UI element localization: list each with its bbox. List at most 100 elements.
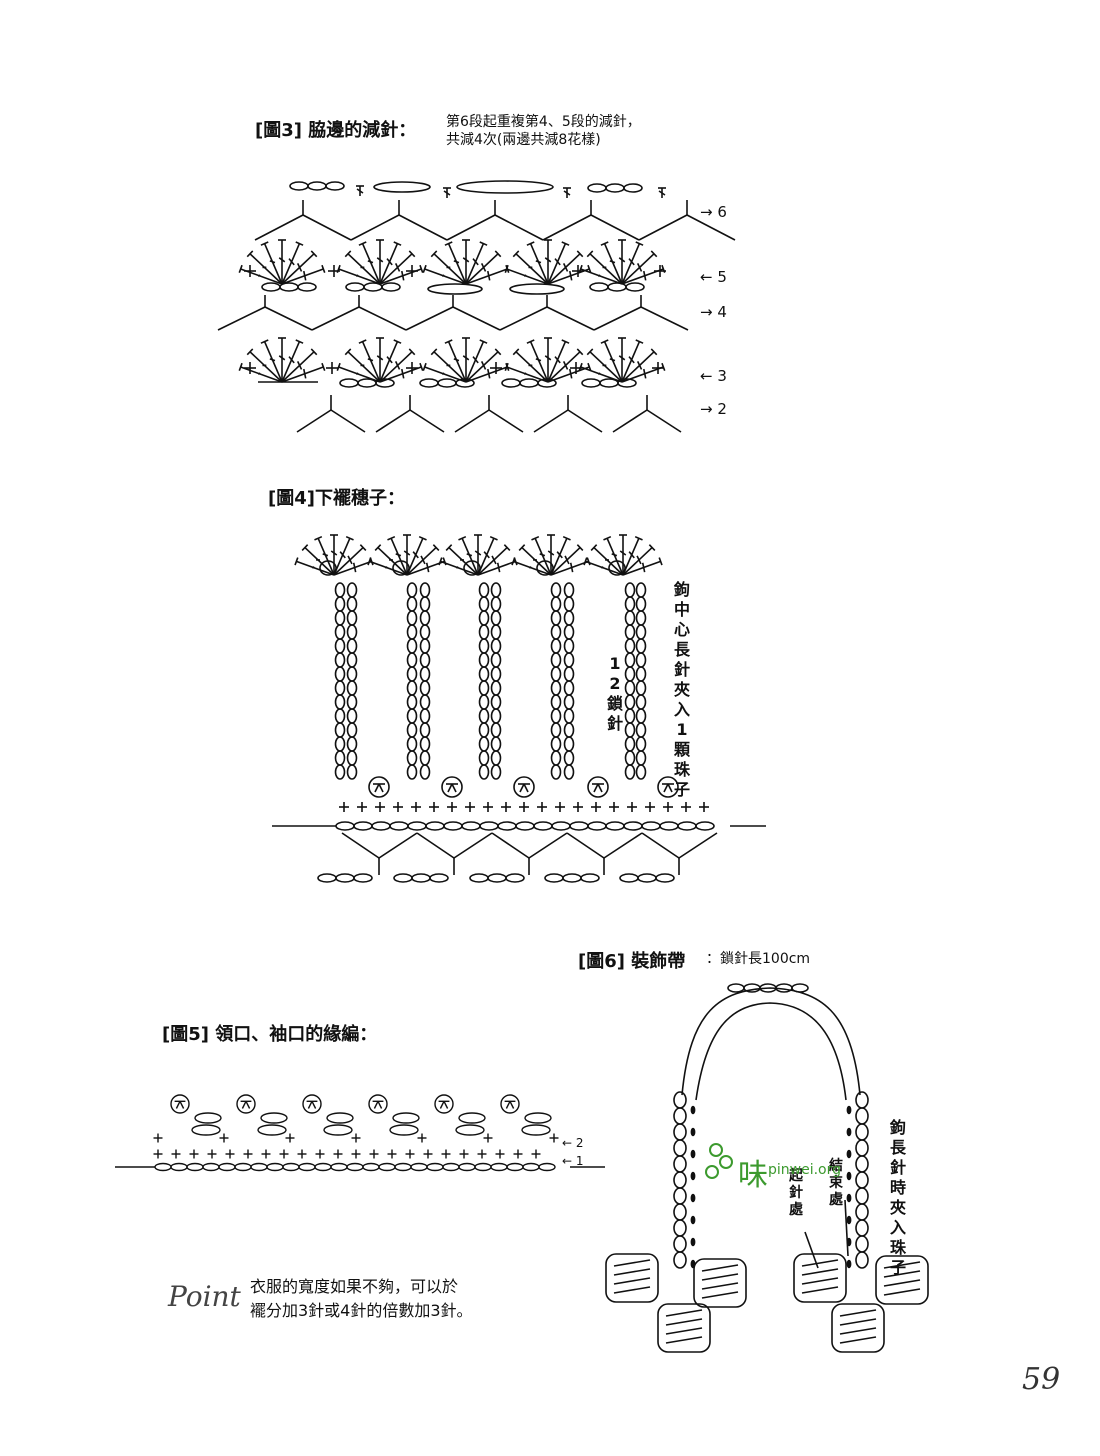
chain-stitch	[563, 708, 575, 724]
chain-stitch	[673, 1139, 687, 1157]
double-crochet	[395, 553, 402, 557]
double-crochet	[301, 544, 309, 552]
double-crochet	[400, 270, 405, 281]
chain-stitch	[490, 764, 502, 780]
tassel-cluster	[665, 1327, 703, 1335]
double-crochet	[597, 274, 601, 278]
double-crochet	[568, 368, 573, 379]
chain-stitch	[550, 582, 562, 598]
chain-stitch	[346, 750, 358, 766]
chain-stitch	[334, 736, 346, 752]
bead	[593, 783, 599, 793]
double-crochet	[347, 351, 381, 383]
bead	[245, 1100, 251, 1109]
stitch-line	[296, 409, 332, 433]
double-crochet	[561, 241, 570, 246]
row-arrow: →	[700, 303, 713, 321]
double-crochet	[486, 270, 491, 281]
chain-stitch	[635, 638, 647, 654]
chain-stitch	[323, 1124, 353, 1136]
double-crochet	[494, 250, 502, 258]
double-crochet	[408, 250, 416, 258]
chain-stitch	[375, 378, 395, 388]
chain-stitch	[250, 1162, 268, 1172]
double-crochet	[634, 535, 643, 541]
stitch-line	[405, 306, 454, 331]
stitch-line	[499, 306, 548, 331]
bead-dot	[846, 1149, 852, 1159]
double-crochet	[462, 355, 470, 361]
chain-stitch	[410, 1162, 428, 1172]
row-arrow: ←	[700, 268, 713, 286]
chain-stitch	[478, 666, 490, 682]
point-line2: 襬分加3針或4針的倍數加3針。	[250, 1301, 473, 1320]
chain-stitch	[624, 736, 636, 752]
chain-stitch	[635, 596, 647, 612]
chain-stitch	[334, 680, 346, 696]
double-crochet	[238, 362, 243, 371]
fig5-title: [圖5] 領口、袖口的緣編：	[162, 1024, 378, 1045]
chain-stitch	[855, 1123, 869, 1141]
tassel-cluster	[831, 1303, 885, 1353]
treble-stitch	[356, 188, 364, 194]
chain-stitch	[234, 1162, 252, 1172]
double-crochet	[504, 264, 509, 273]
tassel-cluster	[839, 1318, 877, 1326]
chain-stitch	[334, 750, 346, 766]
double-crochet	[547, 550, 555, 556]
tassel-cluster	[801, 1286, 839, 1294]
stitch-line	[640, 306, 689, 331]
chain-stitch	[490, 610, 502, 626]
double-crochet	[419, 362, 424, 371]
stitch-line	[542, 214, 592, 241]
double-crochet	[445, 544, 453, 552]
cord-outline	[681, 987, 861, 1096]
stitch-line	[446, 214, 496, 241]
double-crochet	[518, 544, 526, 552]
chain-stitch	[194, 1112, 222, 1124]
double-crochet	[562, 535, 571, 541]
fig6-end-label: 結束處	[829, 1158, 843, 1208]
tassel-head	[392, 560, 410, 576]
chain-stitch	[378, 1162, 396, 1172]
double-crochet	[367, 260, 374, 264]
chain-stitch	[563, 764, 575, 780]
chain-stitch	[317, 873, 337, 883]
chain-stitch	[334, 708, 346, 724]
chain-stitch	[625, 282, 645, 292]
double-crochet	[379, 351, 413, 383]
row-arrow: →	[700, 203, 713, 221]
chain-stitch	[406, 582, 418, 598]
double-crochet	[425, 562, 430, 573]
chain-stitch	[563, 610, 575, 626]
row-arrow: →	[700, 400, 713, 418]
chain-stitch	[855, 1219, 869, 1237]
stitch-line	[528, 832, 568, 859]
double-crochet	[544, 257, 552, 263]
double-crochet	[246, 250, 254, 258]
chain-stitch	[505, 873, 525, 883]
double-crochet	[534, 537, 552, 576]
bead-dot	[846, 1171, 852, 1181]
double-crochet	[515, 253, 549, 285]
double-crochet	[600, 566, 604, 569]
tassel-cluster	[605, 1253, 659, 1303]
double-crochet	[465, 366, 508, 383]
cord-outline	[695, 1002, 847, 1101]
chain-stitch	[537, 378, 557, 388]
chain-stitch	[334, 722, 346, 738]
double-crochet	[294, 557, 299, 566]
double-crochet	[580, 268, 623, 285]
chain-stitch	[563, 596, 575, 612]
chain-stitch	[406, 652, 418, 668]
double-crochet	[496, 562, 501, 573]
stitch-line	[546, 306, 595, 331]
chain-stitch	[605, 821, 625, 831]
double-crochet	[240, 366, 283, 383]
double-crochet	[304, 546, 335, 576]
double-crochet	[483, 551, 490, 559]
chain-stitch	[154, 1162, 172, 1172]
chain-stitch	[478, 736, 490, 752]
chain-stitch	[406, 680, 418, 696]
tassel-cluster	[693, 1258, 747, 1308]
